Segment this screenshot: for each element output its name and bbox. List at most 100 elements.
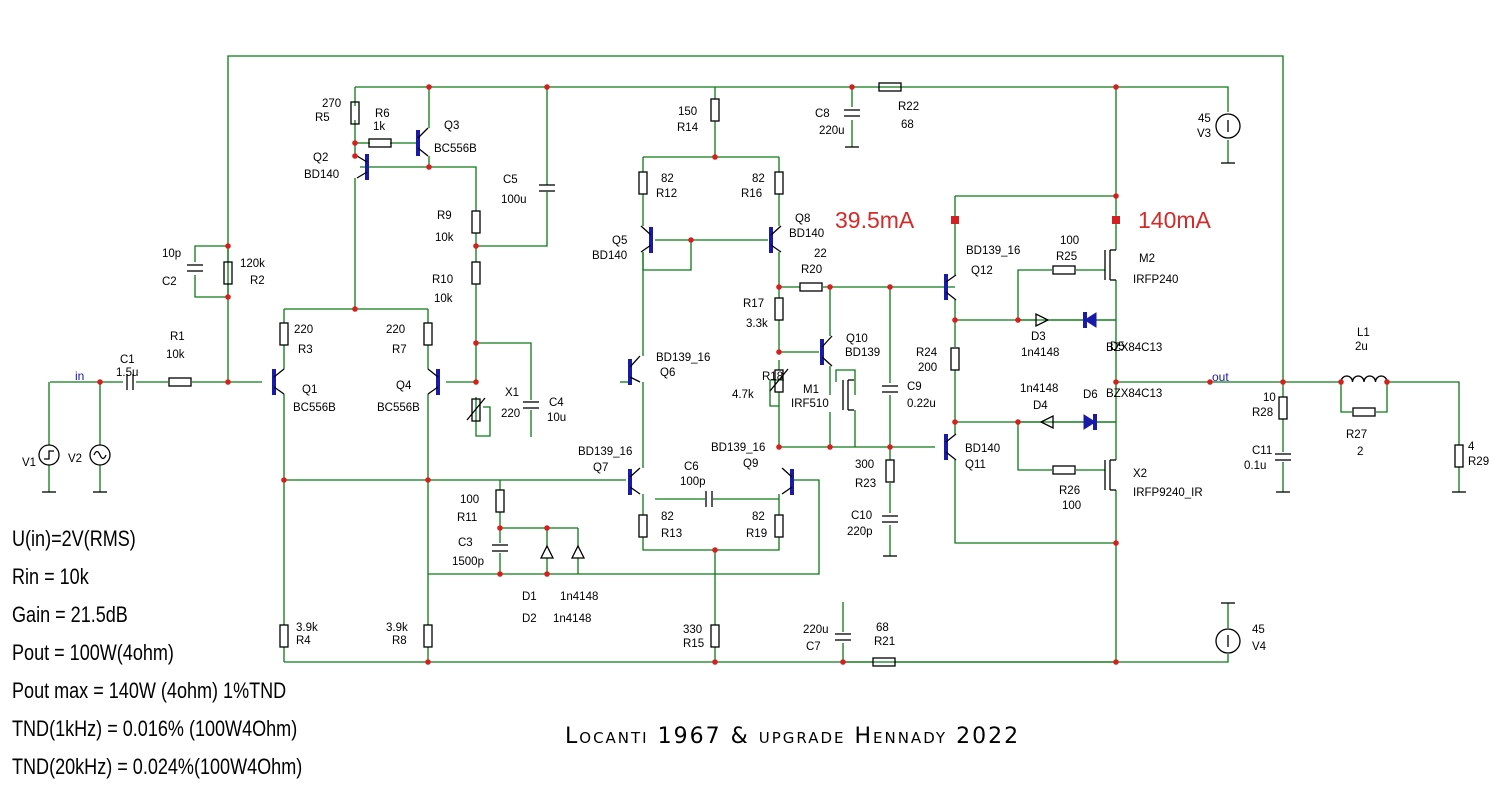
label-r5v: 270 (322, 98, 341, 110)
label-r14: R14 (677, 122, 699, 134)
components (38, 82, 1466, 667)
transistor-lead (417, 147, 429, 157)
label-r21: R21 (874, 636, 895, 648)
resistor (878, 82, 902, 92)
wire (360, 166, 477, 211)
label-d6: D6 (1083, 389, 1098, 401)
label-r16v: 82 (752, 173, 765, 185)
junction-dot (952, 317, 958, 323)
junction-dot (827, 284, 833, 290)
transistor-lead (945, 433, 957, 443)
resistor (799, 282, 823, 292)
label-m2: M2 (1139, 253, 1155, 265)
label-c1: C1 (120, 354, 135, 366)
junction-dot (1280, 379, 1286, 385)
label-m1: M1 (803, 384, 819, 396)
label-q7: Q7 (593, 462, 608, 474)
diode (1039, 414, 1054, 430)
junction-dot (97, 379, 103, 385)
resistor (1278, 396, 1288, 420)
wire (835, 369, 856, 395)
wire (1017, 422, 1052, 471)
resistor (774, 171, 784, 195)
label-c3v: 1500p (452, 556, 484, 568)
label-r1: R1 (170, 331, 185, 343)
spec-list: U(in)=2V(RMS) Rin = 10k Gain = 21.5dB Po… (12, 520, 302, 786)
transistor-lead (356, 171, 368, 179)
label-r16: R16 (741, 188, 762, 200)
junction-dot (1207, 379, 1213, 385)
label-c2v: 10p (162, 248, 181, 260)
spec-thd-1khz: TND(1kHz) = 0.016% (100W4Ohm) (12, 716, 298, 741)
junction-dot (1015, 317, 1021, 323)
label-c11v: 0.1u (1244, 460, 1266, 472)
dc-source (1215, 628, 1241, 654)
resistor (368, 138, 392, 148)
label-c8v: 220u (819, 125, 845, 137)
resistor (279, 624, 289, 648)
q12-current-measurement: 39.5mA (835, 207, 915, 233)
junctions (97, 84, 1390, 665)
transistor-lead (629, 486, 641, 495)
wire (1116, 654, 1229, 663)
wire (428, 479, 820, 575)
junction-dot (544, 525, 550, 531)
junction-dot (1113, 379, 1119, 385)
junction-dot (712, 547, 718, 553)
spec-gain: Gain = 21.5dB (12, 602, 128, 627)
label-r22v: 68 (901, 119, 914, 131)
label-q8: Q8 (795, 213, 810, 225)
label-r6v: 1k (373, 121, 385, 133)
label-q5: Q5 (612, 235, 627, 247)
resistor (774, 514, 784, 538)
label-r13: R13 (661, 528, 682, 540)
resistor (471, 261, 481, 285)
label-r7v: 220 (386, 324, 405, 336)
transistor-lead (356, 155, 368, 163)
transistor-lead (945, 274, 957, 283)
label-q4t: BC556B (377, 402, 420, 414)
label-r14v: 150 (678, 106, 697, 118)
wires (48, 55, 1460, 663)
transistor-lead (629, 355, 641, 368)
junction-dot (776, 284, 782, 290)
potentiometer-arrow (466, 397, 486, 421)
wire (227, 55, 1284, 382)
label-r3v: 220 (294, 324, 313, 336)
label-r20v: 22 (814, 248, 827, 260)
junction-dot (225, 379, 231, 385)
resistor (1454, 444, 1464, 468)
label-c5v: 100u (501, 194, 527, 206)
label-r19v: 82 (752, 511, 765, 523)
label-q2t: BD140 (304, 169, 339, 181)
current-probe (1112, 216, 1120, 224)
transistor-lead (945, 291, 957, 301)
junction-dot (426, 164, 432, 170)
label-q3t: BC556B (434, 143, 477, 155)
wire (1387, 381, 1460, 445)
resistor (774, 297, 784, 321)
label-r4v: 3.9k (296, 622, 318, 634)
label-c7v: 220u (803, 624, 829, 636)
transistor-lead (640, 244, 652, 253)
label-r6: R6 (375, 108, 390, 120)
label-v2: V2 (68, 453, 82, 465)
label-r29v: 4 (1468, 441, 1475, 453)
label-q12: Q12 (971, 265, 993, 277)
label-r15v: 330 (683, 624, 702, 636)
label-d1: D1 (522, 591, 537, 603)
resistor (471, 210, 481, 234)
wire (642, 537, 715, 551)
transistor-lead (821, 335, 833, 348)
label-r25v: 100 (1060, 235, 1079, 247)
junction-dot (887, 444, 893, 450)
label-q5t: BD140 (592, 250, 627, 262)
transistor-lead (640, 225, 652, 236)
label-x2t: IRFP9240_IR (1133, 487, 1203, 499)
junction-dot (952, 419, 958, 425)
label-l1v: 2u (1355, 341, 1368, 353)
sine-glyph (93, 450, 107, 460)
label-r24v: 200 (918, 362, 937, 374)
label-c11: C11 (1252, 445, 1272, 457)
label-r5: R5 (315, 112, 330, 124)
